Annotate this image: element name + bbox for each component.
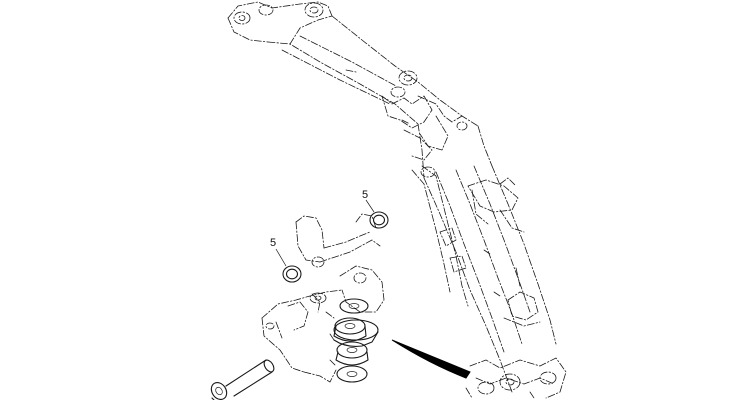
pivot-pin [210, 359, 275, 400]
callout-label: 5 [270, 237, 276, 249]
callout-washer-lower: 5 [270, 237, 287, 267]
boom-assembly [227, 1, 567, 399]
callout-washer-upper: 5 [362, 189, 375, 213]
callout-label: 5 [362, 189, 368, 201]
mounting-bracket [261, 213, 385, 383]
clevis-rings [325, 298, 379, 383]
washer-lower [282, 265, 302, 283]
washer-upper [369, 211, 389, 229]
assembly-direction-arrow [391, 339, 471, 379]
